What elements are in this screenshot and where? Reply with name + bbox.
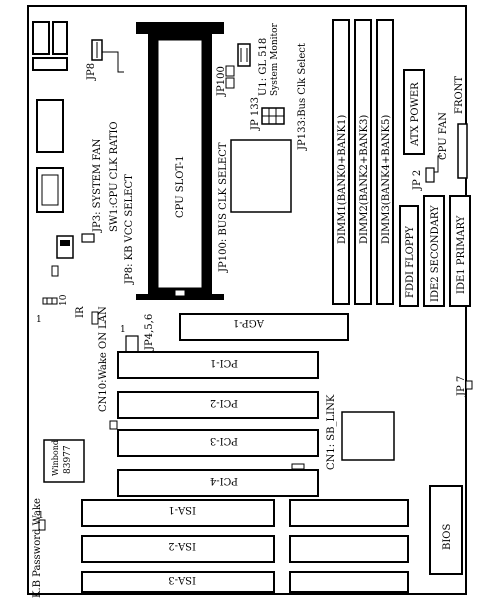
- pci-3-slot: [117, 429, 319, 457]
- pci1-label: PCI-1: [210, 357, 238, 368]
- isa-1-slot: [81, 499, 275, 527]
- system-monitor-label: System Monitor: [270, 22, 280, 96]
- cpu-slot-1: [157, 39, 203, 289]
- ide2-connector: [423, 195, 445, 307]
- ir-header: [42, 297, 58, 305]
- jp456-jumpers: [125, 335, 139, 353]
- southbridge-chip: [341, 411, 395, 461]
- ir-pin1-label: 1: [36, 315, 42, 325]
- winbond-label: Winbond: [51, 440, 60, 476]
- usb-connector: [32, 57, 68, 71]
- northbridge-chip: [230, 139, 292, 213]
- sw1-dip-switch: [56, 235, 74, 259]
- agp-label: AGP-1: [233, 317, 265, 328]
- jp133-left-label: JP 133: [250, 97, 261, 131]
- pci-1-slot: [117, 351, 319, 379]
- u1-label: U1: GL 518: [258, 38, 269, 96]
- small-jumper: [51, 265, 59, 277]
- atx-power-label: ATX POWER: [410, 82, 421, 147]
- isa1-label: ISA-1: [168, 504, 196, 515]
- jp3-system-fan-header: [81, 233, 95, 243]
- cpu-slot-label: CPU SLOT-1: [175, 155, 186, 218]
- atx-power-connector: [403, 69, 425, 155]
- cn10-label: CN10:Wake ON LAN: [98, 306, 109, 412]
- ide1-label: IDE1 PRIMARY: [456, 215, 467, 294]
- front-panel-header: [457, 123, 468, 179]
- jp133-bus-label: JP133:Bus Clk Select: [297, 43, 308, 151]
- pci2-label: PCI-2: [210, 397, 238, 408]
- kb-pin1-label: 1: [38, 511, 44, 521]
- jp100-top-label: JP100: [216, 66, 227, 97]
- isa2-label: ISA-2: [168, 540, 196, 551]
- cn1-label: CN1: SB_LINK: [326, 394, 337, 470]
- pci-2-slot: [117, 391, 319, 419]
- bios-label: BIOS: [442, 524, 453, 550]
- ide2-label: IDE2 SECONDARY: [430, 205, 441, 302]
- winbond-chip: [43, 439, 85, 483]
- dimm1-slot: [332, 19, 350, 305]
- cpu-fan-header: [425, 167, 435, 183]
- com-port-1: [36, 99, 64, 153]
- pci4-label: PCI-4: [210, 475, 238, 486]
- cn1-sb-link-header: [291, 463, 305, 470]
- jp8-kb-vcc-label: JP8: KB VCC SELECT: [124, 174, 135, 285]
- isa-1-slot-ext: [289, 499, 409, 527]
- fdd-connector: [399, 205, 419, 307]
- pci3-label: PCI-3: [210, 435, 238, 446]
- com-port-2-inner: [41, 174, 59, 206]
- jp100-jumper-2: [225, 77, 235, 89]
- bios-chip: [429, 485, 463, 575]
- dimm1-label: DIMM1(BANK0+BANK1): [337, 115, 348, 244]
- dimm3-slot: [376, 19, 394, 305]
- kb-wake-label: K.B Password Wake: [32, 498, 43, 598]
- jp3-label: JP3: SYSTEM FAN: [92, 138, 103, 233]
- ps2-connector-1: [32, 21, 50, 55]
- isa-3-slot-ext: [289, 571, 409, 593]
- jp8-leader-line: [102, 51, 124, 73]
- jp100-jumper-1: [225, 65, 235, 77]
- ir-pin-number: 10: [59, 294, 69, 306]
- isa-3-slot: [81, 571, 275, 593]
- front-label: FRONT: [454, 76, 465, 114]
- jp8-label: JP8: [86, 63, 97, 81]
- dimm2-slot: [354, 19, 372, 305]
- fdd-label: FDDI FLOPPY: [405, 226, 416, 298]
- jp100-bus-label: JP100: BUS CLK SELECT: [218, 142, 229, 273]
- ps2-connector-2: [52, 21, 68, 55]
- ir-label: IR: [75, 306, 86, 318]
- isa3-label: ISA-3: [168, 574, 196, 585]
- agp-slot: [179, 313, 349, 341]
- pci-4-slot: [117, 469, 319, 497]
- cpu-fan-label: CPU FAN: [438, 112, 449, 160]
- jp7-jumper: [465, 380, 473, 390]
- dimm3-label: DIMM3(BANK4+BANK5): [381, 115, 392, 244]
- isa-2-slot-ext: [289, 535, 409, 563]
- agp-pin1-label: 1: [120, 325, 126, 335]
- jp7-label: JP 7: [456, 376, 467, 397]
- jp2-label: JP 2: [412, 170, 423, 191]
- chip-number-label: 83977: [63, 445, 73, 474]
- u1-gl518-chip: [237, 43, 251, 67]
- ide1-connector: [449, 195, 471, 307]
- kb-wake-header: [38, 519, 46, 531]
- isa-2-slot: [81, 535, 275, 563]
- sw1-label: SW1:CPU CLK RATIO: [109, 121, 120, 232]
- jp456-label: JP4,5,6: [144, 314, 155, 351]
- cn10-wol-header: [91, 311, 99, 325]
- dimm2-label: DIMM2(BANK2+BANK3): [359, 115, 370, 244]
